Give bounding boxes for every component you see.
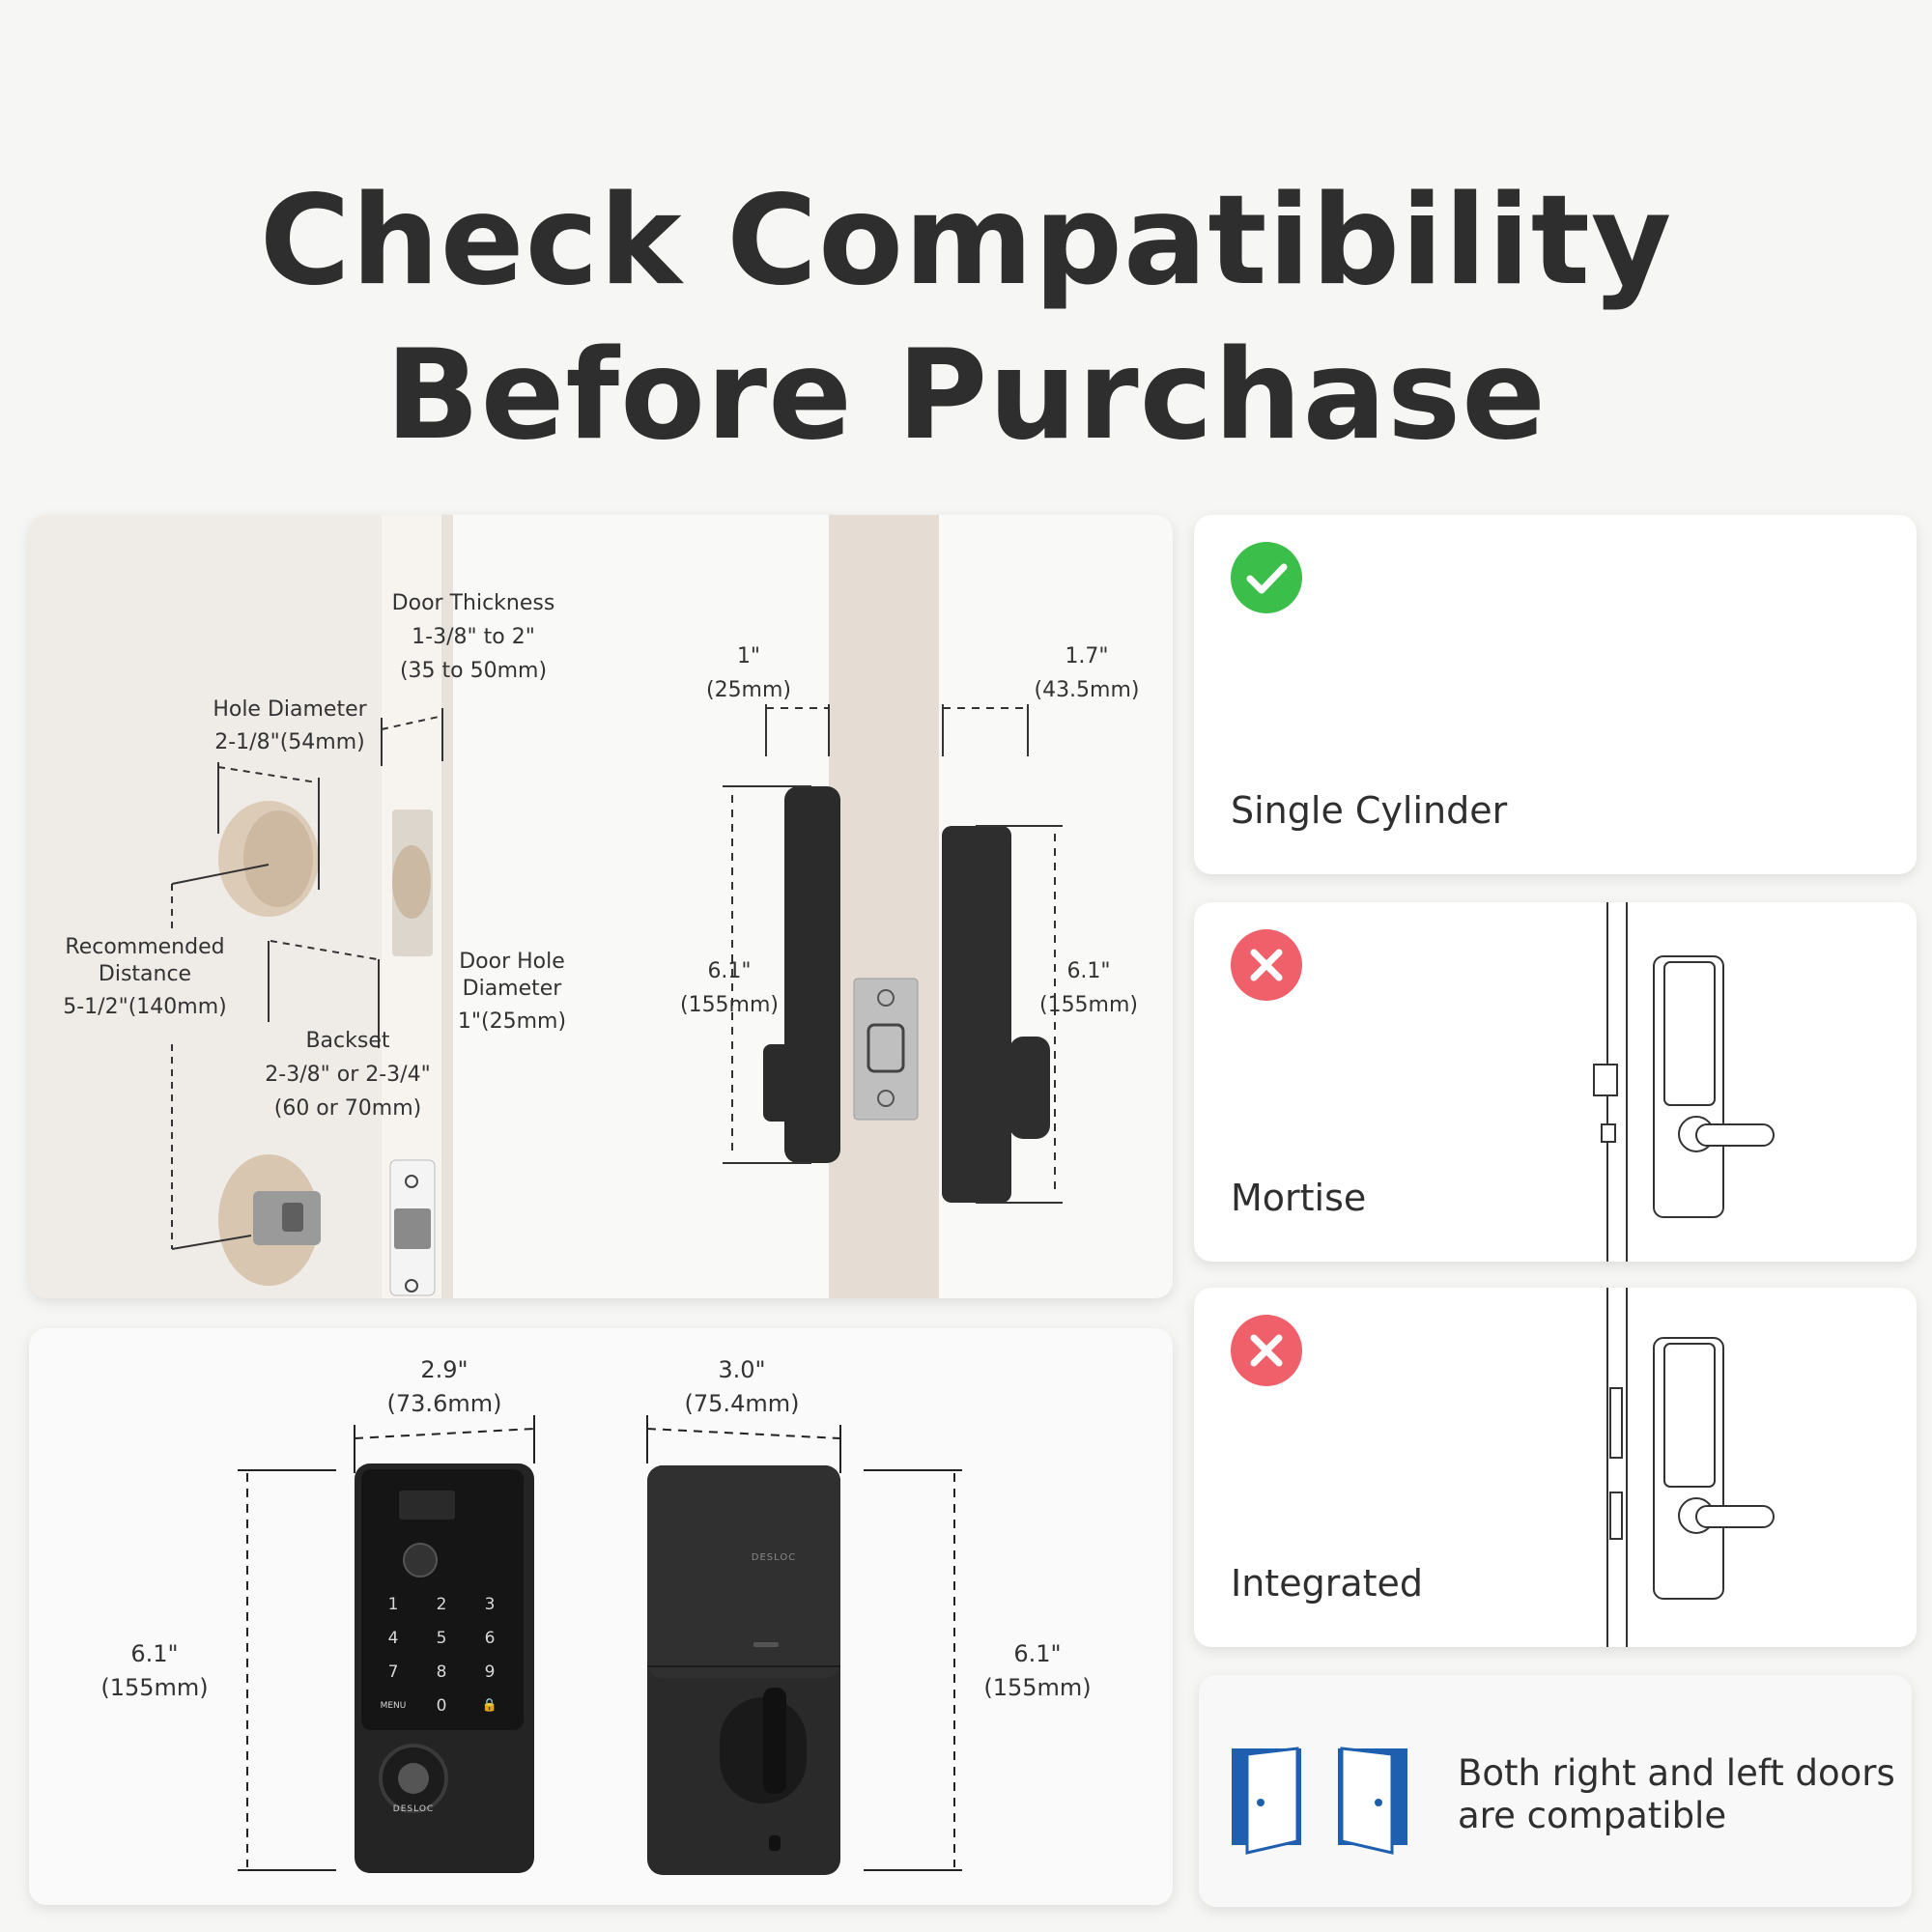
reset-hole <box>769 1835 781 1851</box>
door-thickness-value: 1-3/8" to 2" <box>412 625 535 649</box>
door-edge-shadow <box>441 515 453 1298</box>
front-width-value: 2.9" <box>420 1356 469 1383</box>
backset-metric: (60 or 70mm) <box>273 1096 422 1121</box>
side-left-depth-value: 1" <box>736 644 761 668</box>
front-height-value: 6.1" <box>130 1640 179 1667</box>
fingerprint-sensor <box>403 1543 438 1577</box>
compat-label: Mortise <box>1231 1177 1367 1219</box>
exterior-lock-side <box>784 786 840 1163</box>
back-width-value: 3.0" <box>718 1356 766 1383</box>
compat-label: Integrated <box>1231 1562 1423 1605</box>
close-icon <box>1231 1315 1302 1386</box>
left-door-icon <box>1232 1747 1301 1855</box>
door-hole-diameter-value: 1"(25mm) <box>457 1009 567 1034</box>
keypad-key-6[interactable]: 6 <box>484 1628 496 1648</box>
side-right-height-metric: (155mm) <box>1038 993 1139 1017</box>
interior-lock-side <box>942 826 1011 1203</box>
mortise-door-icon <box>1593 902 1775 1262</box>
front-brand-logo: DESLOC <box>392 1804 435 1814</box>
keypad-key-3[interactable]: 3 <box>484 1594 496 1614</box>
check-icon <box>1231 542 1302 613</box>
single-cylinder-door-icon <box>1600 515 1909 874</box>
keypad: 1 2 3 4 5 6 7 8 9 MENU 0 🔒 <box>369 1587 514 1722</box>
compat-card-integrated: Integrated <box>1194 1288 1917 1647</box>
both-doors-line2: are compatible <box>1458 1795 1727 1836</box>
back-brand-logo: DESLOC <box>751 1552 797 1563</box>
dimensions-card: 1 2 3 4 5 6 7 8 9 MENU 0 🔒 DESLOC DESLOC… <box>29 1328 1173 1905</box>
keypad-key-menu[interactable]: MENU <box>380 1700 407 1711</box>
door-slab-side <box>829 515 939 1298</box>
door-hole-diameter-line1: Door Hole <box>459 950 565 974</box>
front-width-metric: (73.6mm) <box>386 1390 502 1417</box>
hole-diameter-label: Hole Diameter <box>213 697 367 722</box>
battery-slot <box>753 1642 779 1647</box>
door-thickness-metric: (35 to 50mm) <box>399 659 548 683</box>
side-left-height-value: 6.1" <box>707 959 752 983</box>
keypad-key-lock[interactable]: 🔒 <box>481 1698 498 1713</box>
front-height-metric: (155mm) <box>100 1674 209 1701</box>
page-title-line1: Check Compatibility <box>259 169 1673 313</box>
door-hole-diameter-line2: Diameter <box>462 977 562 1001</box>
recommended-distance-value: 5-1/2"(140mm) <box>63 995 227 1019</box>
compat-card-single-cylinder: Single Cylinder <box>1194 515 1917 874</box>
integrated-door-icon <box>1606 1288 1775 1647</box>
keypad-key-7[interactable]: 7 <box>387 1662 399 1682</box>
hole-diameter-value: 2-1/8"(54mm) <box>214 730 365 754</box>
side-right-depth-value: 1.7" <box>1065 644 1109 668</box>
recommended-distance-line2: Distance <box>98 962 192 986</box>
install-diagram-card: Door Thickness 1-3/8" to 2" (35 to 50mm)… <box>29 515 1173 1298</box>
back-width-metric: (75.4mm) <box>684 1390 800 1417</box>
side-right-height-value: 6.1" <box>1066 959 1111 983</box>
recommended-distance-line1: Recommended <box>65 935 225 959</box>
keypad-key-9[interactable]: 9 <box>484 1662 496 1682</box>
page-title-line2: Before Purchase <box>385 324 1547 468</box>
keypad-key-0[interactable]: 0 <box>436 1695 447 1716</box>
door-face <box>29 515 382 1298</box>
dimensions-drawing <box>238 1415 962 1875</box>
side-right-depth-metric: (43.5mm) <box>1034 678 1140 702</box>
door-thickness-label: Door Thickness <box>391 591 555 615</box>
backset-label: Backset <box>305 1029 390 1053</box>
close-icon <box>1231 929 1302 1001</box>
keypad-key-8[interactable]: 8 <box>436 1662 447 1682</box>
side-left-height-metric: (155mm) <box>679 993 780 1017</box>
backset-value: 2-3/8" or 2-3/4" <box>265 1063 431 1087</box>
both-doors-card: Both right and left doors are compatible <box>1199 1675 1912 1907</box>
keypad-key-4[interactable]: 4 <box>387 1628 399 1648</box>
keypad-key-1[interactable]: 1 <box>387 1594 399 1614</box>
right-door-icon <box>1338 1747 1407 1855</box>
keypad-key-2[interactable]: 2 <box>436 1594 447 1614</box>
compat-card-mortise: Mortise <box>1194 902 1917 1262</box>
install-drawing <box>171 704 1063 1296</box>
compat-label: Single Cylinder <box>1231 789 1508 832</box>
back-height-metric: (155mm) <box>983 1674 1092 1701</box>
strike-plate <box>853 978 919 1121</box>
display-window <box>399 1491 455 1520</box>
back-height-value: 6.1" <box>1013 1640 1062 1667</box>
side-left-depth-metric: (25mm) <box>705 678 792 702</box>
both-doors-line1: Both right and left doors <box>1458 1752 1895 1794</box>
keypad-key-5[interactable]: 5 <box>436 1628 447 1648</box>
